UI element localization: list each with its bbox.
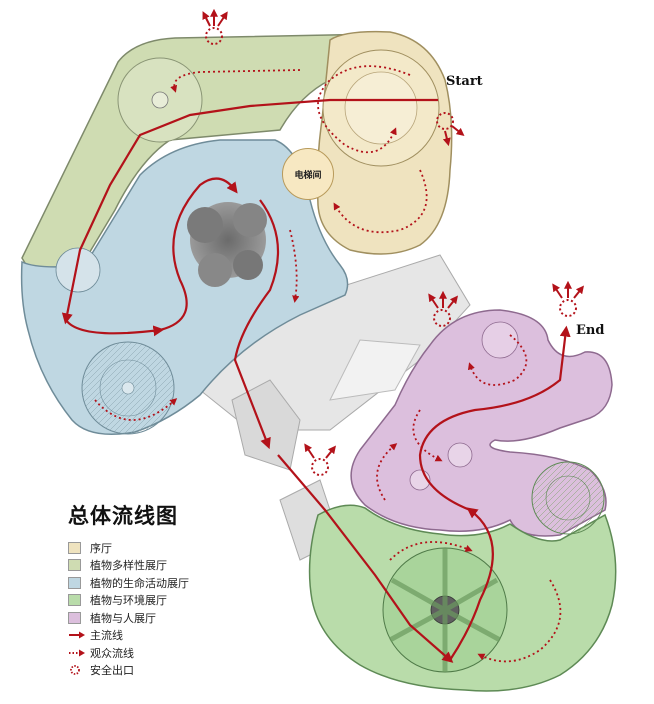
legend: 总体流线图 序厅 植物多样性展厅 植物的生命活动展厅 植物与环境展厅 植物与人展… (68, 500, 268, 679)
dotted-arrow-icon (69, 649, 85, 657)
legend-item-plants-people: 植物与人展厅 (68, 609, 268, 627)
start-label: Start (446, 74, 483, 89)
legend-label: 植物的生命活动展厅 (90, 576, 189, 590)
legend-label: 主流线 (90, 629, 123, 643)
swatch-prelude (68, 541, 81, 554)
swatch-life-activity (68, 576, 81, 589)
legend-label: 安全出口 (90, 664, 134, 678)
legend-label: 观众流线 (90, 646, 134, 660)
legend-item-life-activity: 植物的生命活动展厅 (68, 574, 268, 592)
swatch-plants-people (68, 611, 81, 624)
zone-life-activity (20, 139, 349, 435)
legend-item-main-flow: 主流线 (68, 627, 268, 645)
swatch-plant-diversity (68, 559, 81, 572)
legend-item-prelude: 序厅 (68, 539, 268, 557)
exit-arrows (202, 8, 584, 459)
safety-exits (205, 27, 577, 476)
main-flow (61, 98, 571, 663)
swatch-plants-environment (68, 594, 81, 607)
legend-item-plant-diversity: 植物多样性展厅 (68, 557, 268, 575)
legend-item-safety-exit: 安全出口 (68, 662, 268, 680)
visitor-flow (94, 65, 562, 663)
legend-item-visitor-flow: 观众流线 (68, 644, 268, 662)
canopy-cluster (187, 202, 267, 287)
solid-arrow-icon (69, 631, 85, 639)
end-label: End (576, 323, 605, 338)
legend-title: 总体流线图 (68, 503, 178, 528)
legend-label: 植物与环境展厅 (90, 594, 167, 608)
legend-item-plants-environment: 植物与环境展厅 (68, 592, 268, 610)
legend-label: 植物与人展厅 (90, 611, 156, 625)
zone-plants-environment (308, 461, 617, 692)
legend-label: 植物多样性展厅 (90, 559, 167, 573)
dotted-circle-icon (70, 665, 80, 676)
central-pavilion (382, 547, 508, 673)
connector-structure (199, 254, 471, 561)
legend-label: 序厅 (90, 541, 112, 555)
zone-prelude (316, 30, 453, 255)
elevator-hall-label: 电梯间 (282, 148, 334, 200)
